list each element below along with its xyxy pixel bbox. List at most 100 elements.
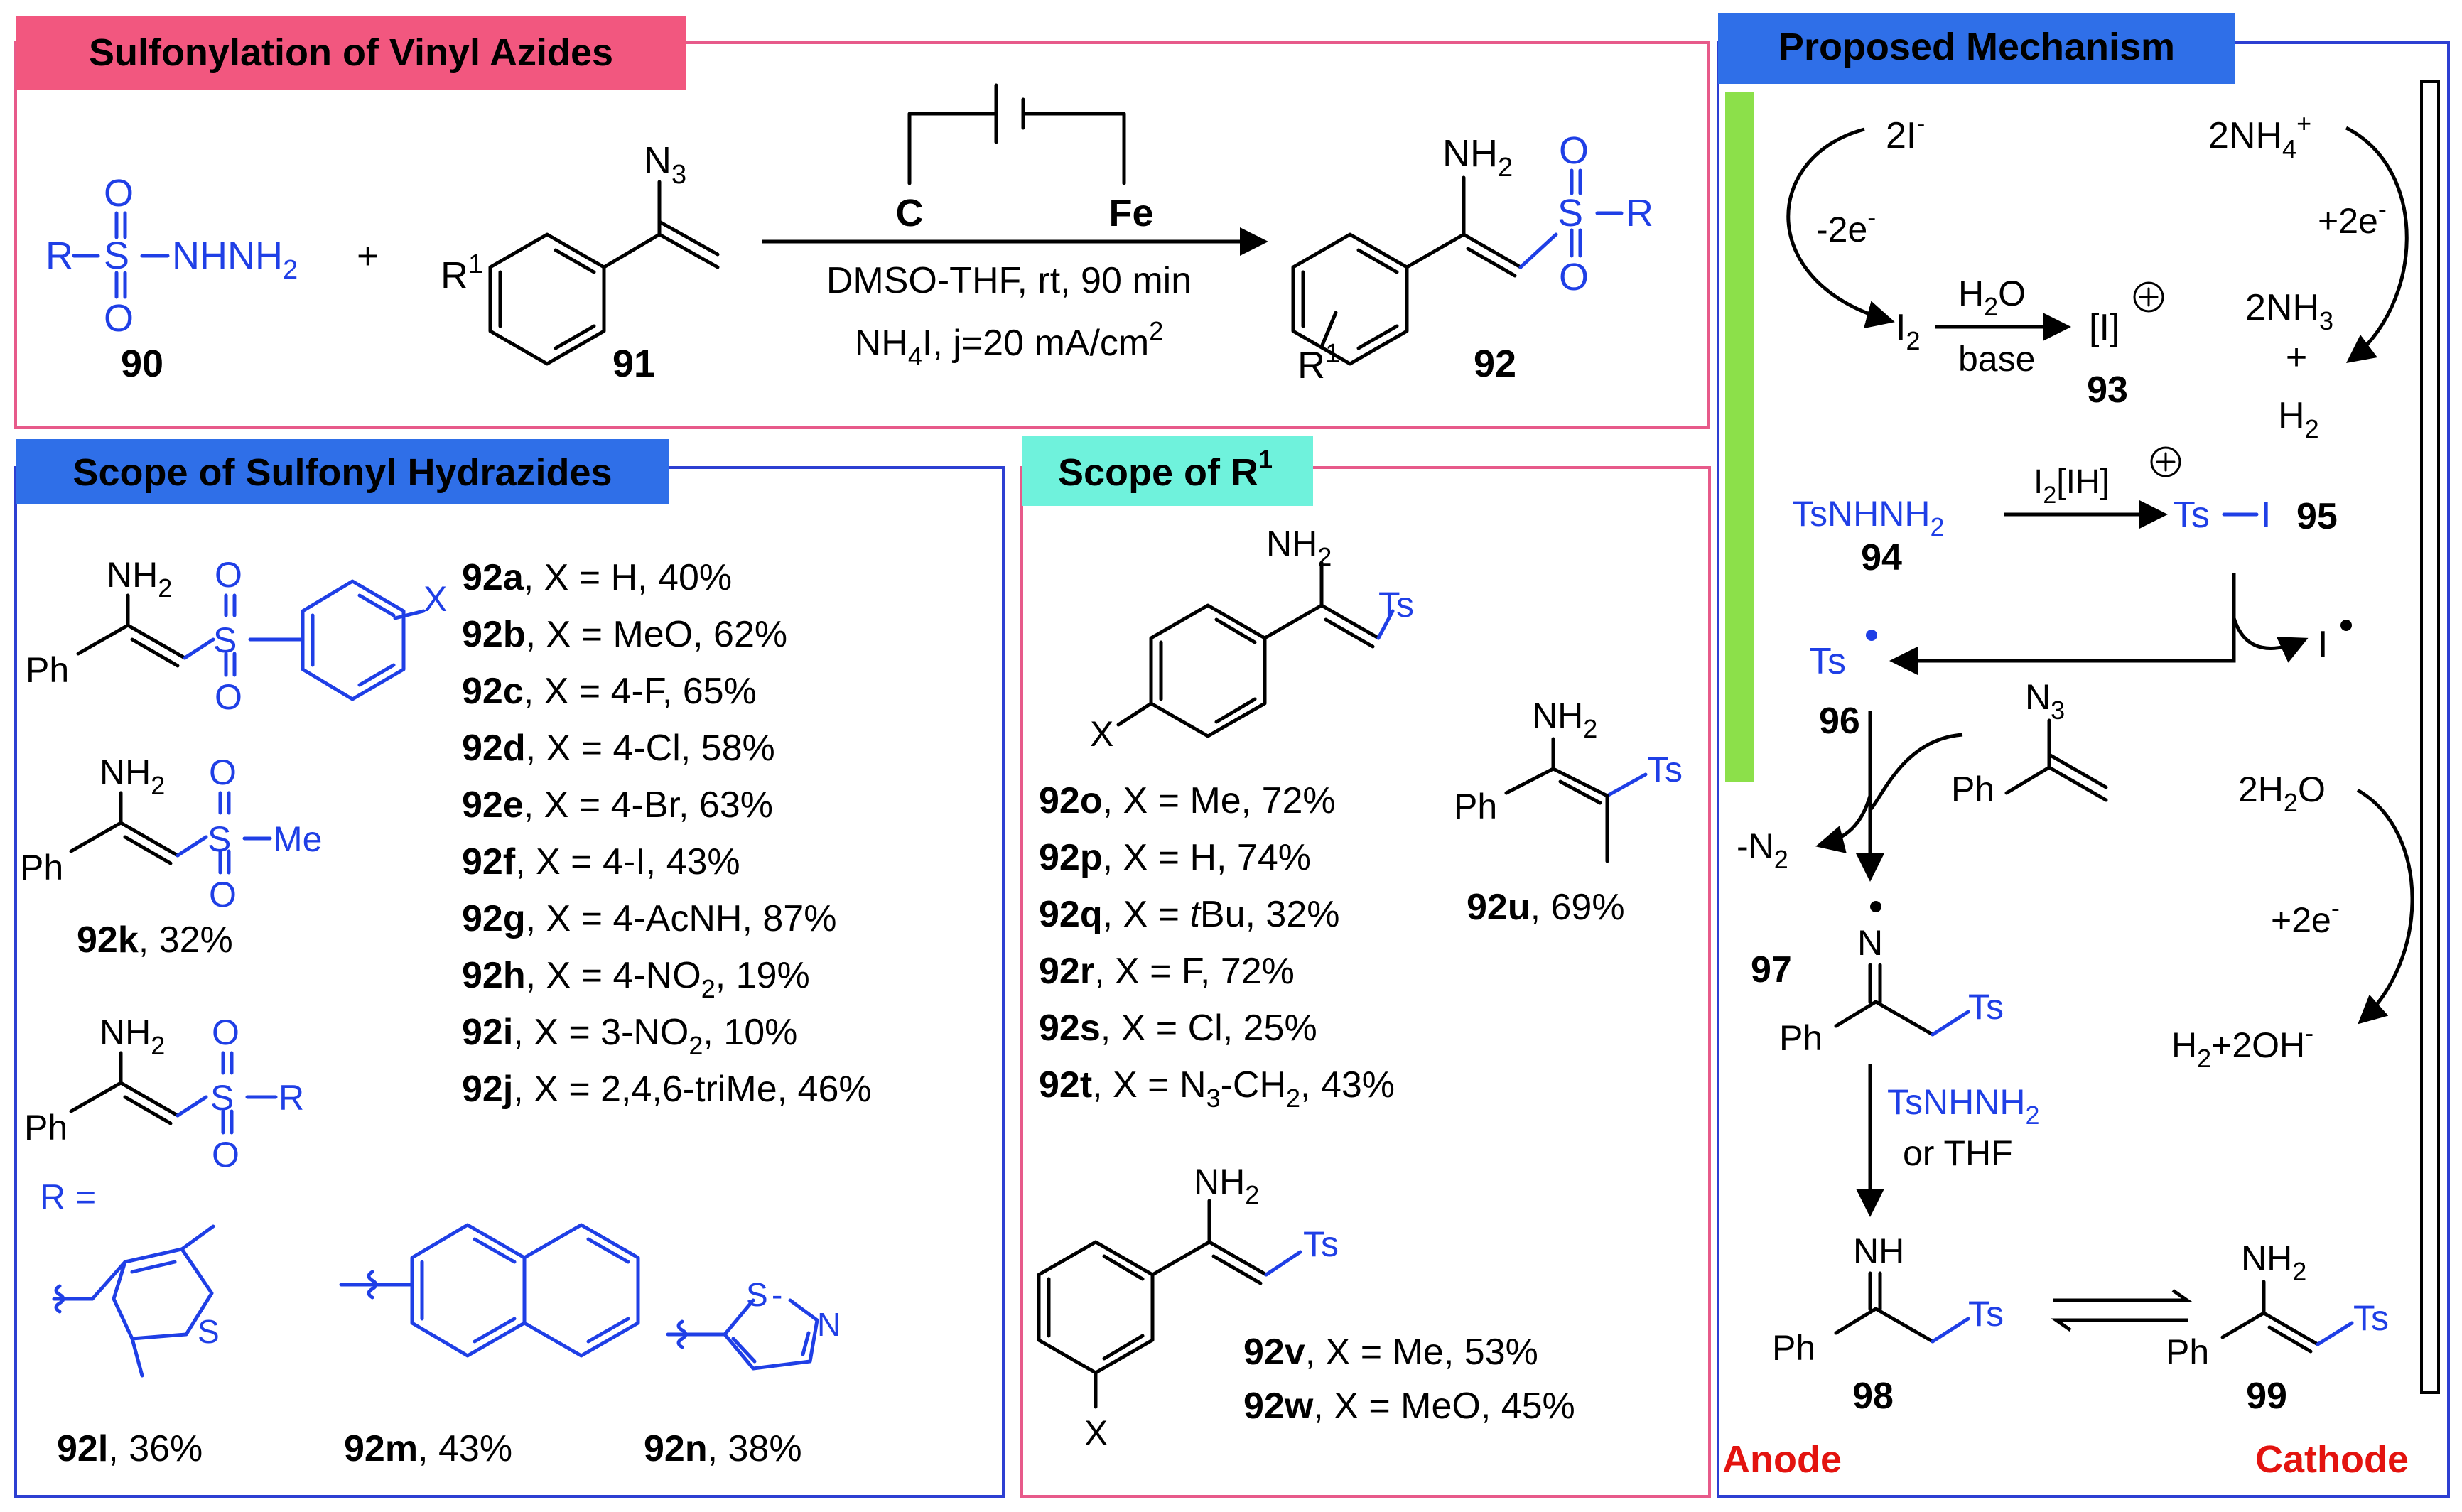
mechanism-hat-step: TsNHNH2 or THF [1856,1064,2039,1217]
svg-text:Ph: Ph [20,848,63,887]
mechanism-frame [1717,41,2450,1498]
vinyl-azide-91: N3 R1 91 [441,139,720,385]
svg-text:92k, 32%: 92k, 32% [77,919,233,961]
svg-text:+2e-: +2e- [2271,893,2340,940]
svg-text:92v, X = Me, 53%: 92v, X = Me, 53% [1243,1332,1538,1373]
svg-text:99: 99 [2246,1376,2287,1417]
svg-text:91: 91 [612,342,655,385]
svg-text:98: 98 [1852,1376,1894,1417]
cathode-bar [2420,80,2440,1394]
svg-text:Ph: Ph [1454,787,1497,826]
svg-text:-: - [772,1276,782,1313]
svg-text:2I-: 2I- [1886,109,1925,156]
svg-text:X: X [1090,714,1113,754]
svg-text:C: C [896,192,924,234]
svg-text:O: O [215,555,242,595]
svg-text:X: X [1084,1413,1108,1453]
svg-text:Me: Me [273,819,322,859]
svg-text:O: O [212,1012,239,1052]
svg-text:92b, X = MeO, 62%: 92b, X = MeO, 62% [462,614,787,655]
mechanism-ts-iodide-formation: TsNHNH2 94 I2[IH] Ts I 95 [1792,446,2338,578]
svg-text:2NH4+: 2NH4+ [2208,109,2311,163]
svg-text:92a, X = H, 40%: 92a, X = H, 40% [462,557,732,598]
svg-text:92i, X = 3-NO2, 10%: 92i, X = 3-NO2, 10% [462,1012,797,1060]
svg-text:92g, X = 4-AcNH, 87%: 92g, X = 4-AcNH, 87% [462,898,836,939]
svg-text:O: O [212,1135,239,1174]
svg-text:92s, X = Cl, 25%: 92s, X = Cl, 25% [1039,1008,1317,1049]
svg-text:NH2: NH2 [1266,524,1332,571]
svg-text:Ph: Ph [1772,1328,1815,1368]
mechanism-header [1718,13,2235,84]
scope-r1-para-entries: 92o, X = Me, 72% 92p, X = H, 74% 92q, X … [1039,780,1395,1113]
svg-text:92e, X = 4-Br, 63%: 92e, X = 4-Br, 63% [462,784,773,826]
svg-text:Ts: Ts [1647,750,1683,789]
svg-text:Ph: Ph [1951,770,1994,809]
svg-text:R1: R1 [1297,339,1340,387]
scope-92u-structure: NH2 Ph Ts 92u, 69% [1454,696,1683,928]
scope-92n-isothiazole: S - N 92n, 38% [644,1276,841,1469]
svg-text:2H2O: 2H2O [2238,770,2326,817]
svg-text:Ts: Ts [2173,495,2210,536]
vinyl-panel-frame [14,41,1710,429]
svg-text:I2: I2 [1896,307,1920,355]
scope-sulfonyl-title: Scope of Sulfonyl Hydrazides [72,451,612,494]
svg-text:92w, X = MeO, 45%: 92w, X = MeO, 45% [1243,1386,1575,1427]
svg-text:Ts: Ts [2353,1298,2389,1338]
svg-text:I2[IH]: I2[IH] [2034,463,2110,509]
mechanism-iminyl-radical-97: 97 N Ph Ts [1751,901,2004,1058]
svg-text:Ts: Ts [1378,585,1414,625]
mechanism-enamine-99: NH2 Ph Ts 99 [2166,1238,2389,1417]
scope-92v-w-structure: X NH2 Ts [1037,1162,1339,1453]
svg-text:N: N [1857,923,1883,963]
svg-text:O: O [104,297,134,340]
svg-text:O: O [209,752,237,792]
product-92: NH2 S O O R R1 92 [1291,129,1653,387]
svg-text:NHNH2: NHNH2 [172,234,298,285]
svg-text:N3: N3 [644,139,686,190]
svg-text:H2: H2 [2278,395,2319,443]
svg-text:X: X [423,579,447,619]
vinyl-panel-header [16,16,686,90]
anode-bar [1725,92,1754,782]
scope-92l-thiophene: S 92l, 36% [52,1224,220,1469]
svg-text:R: R [45,234,73,277]
plus-sign: + [357,234,379,277]
svg-text:R: R [279,1078,304,1118]
svg-text:92j, X = 2,4,6-triMe, 46%: 92j, X = 2,4,6-triMe, 46% [462,1069,872,1110]
svg-text:O: O [1559,256,1589,298]
svg-text:N: N [817,1306,841,1343]
svg-text:NH2: NH2 [1442,132,1513,183]
svg-text:92d, X = 4-Cl, 58%: 92d, X = 4-Cl, 58% [462,728,775,769]
svg-text:TsNHNH2: TsNHNH2 [1792,494,1944,541]
svg-text:2NH3: 2NH3 [2245,287,2333,335]
svg-text:92p, X = H, 74%: 92p, X = H, 74% [1039,837,1311,878]
svg-text:R1: R1 [441,249,483,297]
svg-text:+2e-: +2e- [2318,194,2387,241]
scope-92o-t-structure: X NH2 Ts [1090,524,1414,754]
svg-text:Ts: Ts [1303,1224,1339,1264]
svg-text:NH2: NH2 [99,1012,165,1060]
svg-text:R: R [1626,192,1653,234]
svg-text:96: 96 [1819,701,1860,742]
sulfonyl-hydrazide-90: R S O O NHNH2 90 [45,172,298,385]
svg-text:I: I [2261,495,2271,536]
svg-text:H2+2OH-: H2+2OH- [2171,1018,2313,1073]
scope-r1-frame [1020,466,1711,1498]
svg-text:92m, 43%: 92m, 43% [344,1428,512,1469]
anode-label: Anode [1722,1438,1842,1481]
svg-text:or THF: or THF [1903,1133,2013,1173]
svg-text:NH2: NH2 [99,752,165,800]
svg-text:N3: N3 [2025,677,2065,725]
scope-r1-title: Scope of R1 [1058,445,1273,494]
svg-text:92q, X = tBu, 32%: 92q, X = tBu, 32% [1039,894,1339,935]
svg-text:NH2: NH2 [1532,696,1597,743]
svg-text:I: I [2318,624,2328,665]
svg-text:O: O [104,172,134,215]
svg-text:Ph: Ph [2166,1332,2209,1372]
svg-text:S: S [104,234,129,277]
svg-text:92: 92 [1474,342,1516,385]
svg-text:92l, 36%: 92l, 36% [57,1428,203,1469]
mechanism-tautomer-equilibrium [2051,1288,2193,1332]
svg-text:Ts: Ts [1968,987,2004,1027]
